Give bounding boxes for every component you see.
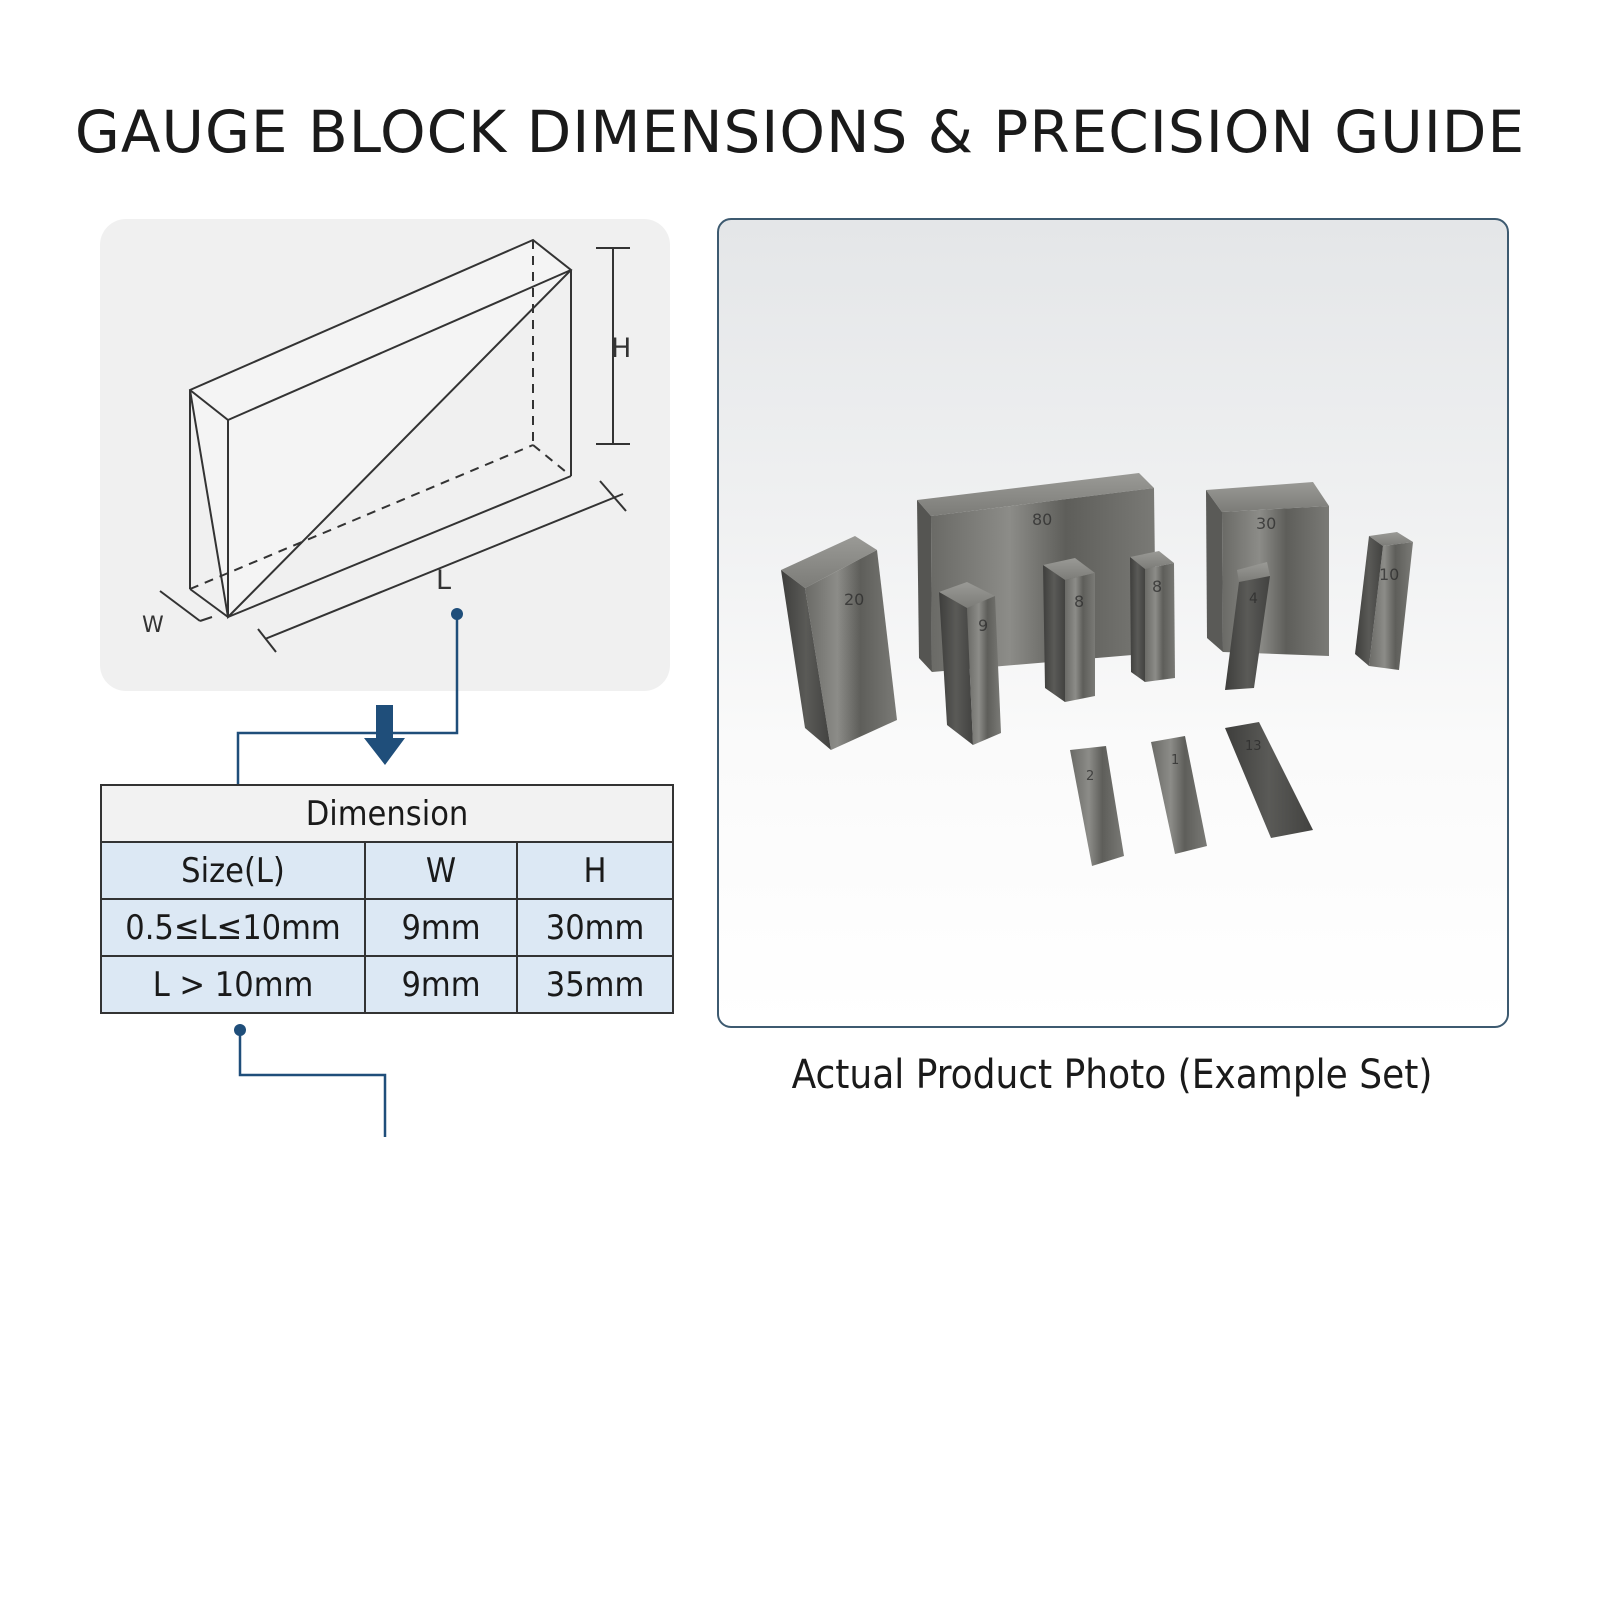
down-arrow-icon [364, 705, 405, 765]
table-cell: 9mm [364, 955, 518, 1014]
gauge-block-top [1206, 482, 1329, 512]
gauge-block-top [917, 473, 1154, 516]
table-caption: Dimension [100, 784, 674, 843]
block-marking: 30 [1256, 514, 1276, 533]
w-label: W [142, 613, 164, 638]
block-marking: 8 [1152, 577, 1162, 596]
l-dimension-tick [599, 480, 627, 512]
block-marking: 20 [844, 590, 864, 609]
table-cell: 30mm [516, 898, 674, 957]
connector-dot [451, 608, 463, 620]
photo-caption: Actual Product Photo (Example Set) [791, 1052, 1433, 1098]
connector-line [236, 614, 459, 828]
gauge-block-side [1355, 536, 1383, 666]
block-marking: 1 [1171, 753, 1179, 768]
w-dimension-tick [199, 616, 213, 622]
gauge-block-set-illustration: 20 80 30 9 8 8 4 10 2 1 13 [781, 473, 1413, 866]
product-photo: 20 80 30 9 8 8 4 10 2 1 13 [717, 218, 1509, 1028]
table-cell: 0.5≤L≤10mm [100, 898, 366, 957]
gauge-block-side [1206, 490, 1223, 652]
gauge-block-side [939, 592, 973, 745]
hidden-edges [189, 240, 572, 590]
gauge-block-slip [1225, 722, 1313, 838]
block-marking: 10 [1379, 565, 1399, 584]
block-marking: 4 [1249, 591, 1258, 607]
gauge-block-slip [1070, 746, 1124, 866]
page-title: GAUGE BLOCK DIMENSIONS & PRECISION GUIDE [74, 98, 1526, 166]
gauge-block-top [781, 536, 877, 588]
gauge-block-side [1043, 565, 1065, 702]
table-row: L > 10mm 9mm 35mm [100, 955, 674, 1014]
gauge-block-side [781, 570, 831, 750]
gauge-block [1369, 542, 1413, 670]
l-dimension-tick [257, 628, 277, 653]
table-cell: L > 10mm [100, 955, 366, 1014]
table-cell: 9mm [364, 898, 518, 957]
l-dimension-line [264, 493, 624, 640]
l-label: L [436, 565, 451, 596]
gauge-block [805, 550, 897, 750]
gauge-block [1145, 563, 1175, 682]
block-marking: 80 [1032, 510, 1052, 529]
gauge-block [1065, 573, 1095, 702]
column-header: H [516, 841, 674, 900]
block-marking: 13 [1245, 739, 1262, 754]
gauge-block-top [1043, 558, 1095, 580]
connector-dot [234, 1024, 246, 1036]
block-marking: 9 [978, 616, 988, 635]
dimension-table: Dimension Size(L) W H 0.5≤L≤10mm 9mm 30m… [100, 784, 674, 1014]
column-header: Size(L) [100, 841, 366, 900]
connector-line [238, 1030, 387, 1137]
gauge-block-drawing: H L W [142, 238, 631, 653]
gauge-block [967, 596, 1001, 745]
gauge-block-slip [1151, 736, 1207, 854]
connector-lines [232, 608, 463, 1137]
block-edge [189, 389, 229, 421]
gauge-block-top [939, 582, 995, 608]
column-header: W [364, 841, 518, 900]
gauge-block [1225, 576, 1270, 690]
table-row: 0.5≤L≤10mm 9mm 30mm [100, 898, 674, 957]
block-edge [227, 269, 572, 421]
gauge-block-top [1369, 532, 1413, 546]
block-edge [227, 475, 572, 618]
gauge-block-top [1130, 551, 1174, 569]
block-marking: 2 [1086, 769, 1094, 784]
w-dimension-line [159, 590, 201, 622]
block-diagram-panel: H L W [100, 219, 670, 691]
block-marking: 8 [1074, 592, 1084, 611]
gauge-block-side [1130, 557, 1145, 682]
table-header-row: Size(L) W H [100, 841, 674, 900]
gauge-block-top [1237, 562, 1270, 582]
h-label: H [611, 333, 631, 364]
block-edge [189, 588, 229, 618]
gauge-block-side [917, 500, 932, 672]
table-cell: 35mm [516, 955, 674, 1014]
